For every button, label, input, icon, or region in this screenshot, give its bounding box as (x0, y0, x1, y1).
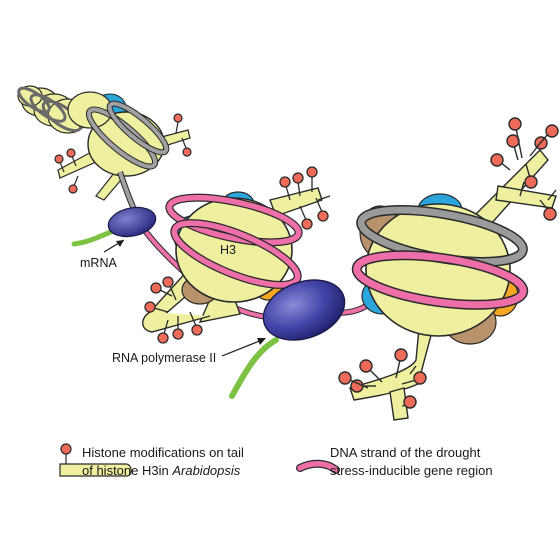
nucleosome-middle: H3 (142, 166, 331, 344)
legend-dna-line1: DNA strand of the drought (330, 445, 481, 460)
rna-polymerase-label-group: RNA polymerase II (112, 338, 266, 365)
nucleosome-small (54, 91, 192, 201)
h3-label: H3 (220, 243, 236, 257)
mrna-label-group: mRNA (80, 239, 125, 270)
mrna-label: mRNA (80, 256, 117, 270)
legend: Histone modifications on tail of histone… (59, 443, 493, 478)
rna-polymerase-label: RNA polymerase II (112, 351, 216, 365)
legend-dna-swatch (296, 459, 340, 474)
rna-polymerase-main (229, 279, 346, 399)
nucleosome-large (338, 117, 559, 421)
legend-histone-line2: of histone H3in Arabidopsis (82, 463, 241, 478)
legend-histone-swatch (59, 443, 132, 477)
rna-polymerase-small (71, 206, 157, 247)
legend-histone-line1: Histone modifications on tail (82, 445, 244, 460)
legend-dna-line2: stress-inducible gene region (330, 463, 493, 478)
